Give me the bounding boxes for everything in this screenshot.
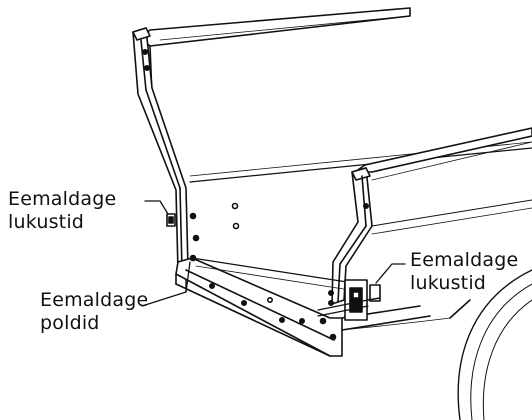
post-bolt-hole xyxy=(144,65,151,72)
callout-line: poldid xyxy=(40,312,100,334)
post-bolt-hole xyxy=(362,203,369,210)
callout-remove-bolts: Eemaldage poldid xyxy=(40,289,148,335)
callout-line: Eemaldage xyxy=(40,289,149,311)
callout-remove-locks-left: Eemaldage lukustid xyxy=(8,188,116,234)
left-corner-post xyxy=(132,27,189,273)
callout-line: Eemaldage xyxy=(410,249,519,271)
left-lock xyxy=(166,213,176,227)
callout-line: lukustid xyxy=(8,211,85,233)
leader-lines xyxy=(141,200,406,307)
callout-line: lukustid xyxy=(410,272,487,294)
callout-remove-locks-right: Eemaldage lukustid xyxy=(410,249,518,295)
post-bolt-hole xyxy=(142,48,149,55)
right-lock xyxy=(317,279,381,321)
right-corner-post xyxy=(331,167,373,305)
frame-holes xyxy=(189,202,337,341)
front-board-panel xyxy=(354,127,532,235)
callout-line: Eemaldage xyxy=(8,188,117,210)
wheel xyxy=(341,269,532,420)
tailgate-frame xyxy=(175,257,431,357)
